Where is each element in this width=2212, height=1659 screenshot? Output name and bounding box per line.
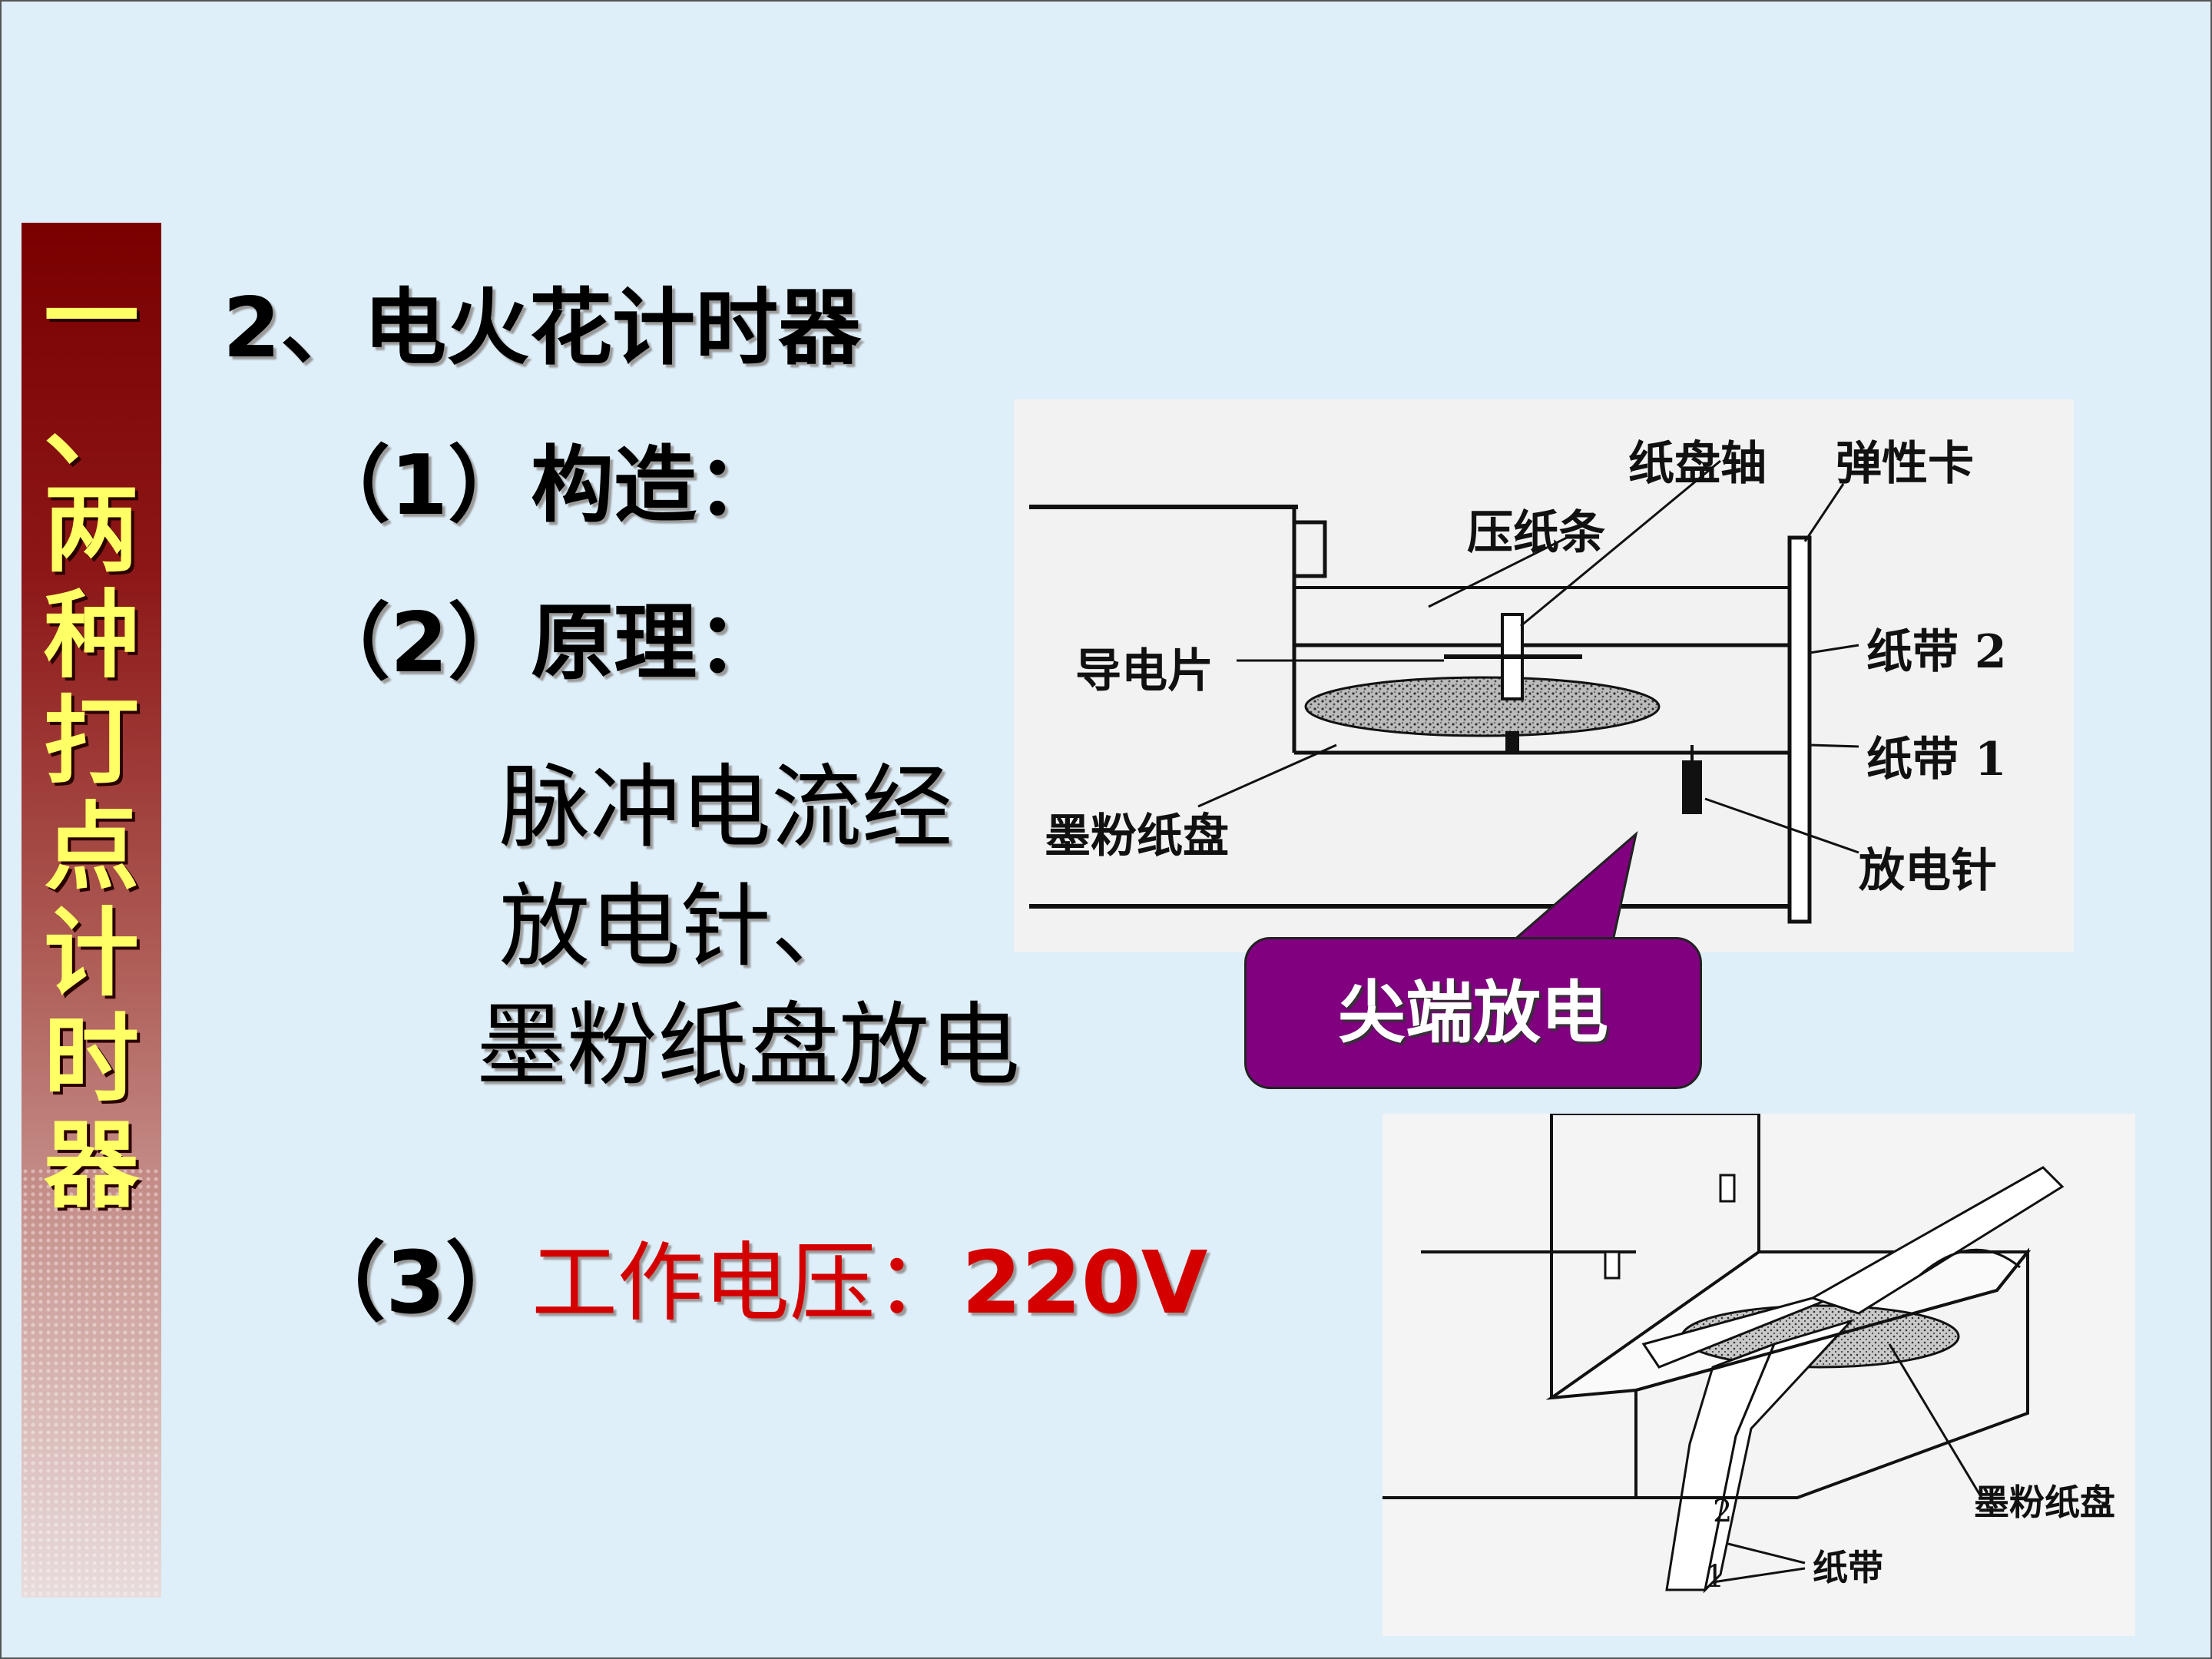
- sidebar-char: 打: [43, 686, 139, 797]
- principle-label: （2）原理：: [307, 595, 780, 691]
- voltage-value: 220V: [961, 1233, 1208, 1333]
- label-paper-disc-axis: 纸盘轴: [1628, 437, 1767, 491]
- label-tape-number-2: 2: [1713, 1494, 1733, 1529]
- label-tape-2: 纸带 2: [1866, 625, 2007, 679]
- sidebar-char: 时: [43, 1004, 139, 1115]
- voltage-prefix: （3）: [300, 1233, 531, 1333]
- sidebar-char: 器: [43, 1110, 139, 1221]
- label-toner-disc: 墨粉纸盘: [1045, 810, 1229, 863]
- callout-tail: [1509, 830, 1638, 942]
- label-tape-1: 纸带 1: [1866, 733, 2007, 786]
- principle-line-1: 脉冲电流经: [499, 754, 953, 860]
- cross-section-drawing: [1029, 459, 1859, 924]
- perspective-drawing: [1382, 1112, 2065, 1594]
- sidebar-char: 计: [43, 898, 139, 1009]
- label-elastic-clip: 弹性卡: [1836, 437, 1974, 491]
- sidebar-char: 、: [43, 368, 139, 479]
- label-paper-tape: 纸带: [1813, 1547, 1883, 1588]
- sidebar-dot-pattern: [22, 1167, 161, 1598]
- sidebar-char: 种: [43, 580, 139, 691]
- spark-timer-cross-section-diagram: 纸盘轴 弹性卡 压纸条 导电片 纸带 2 纸带 1 墨粉纸盘 放电针: [1014, 399, 2074, 952]
- sidebar-title: 一 、 两 种 打 点 计 时 器: [22, 265, 161, 1219]
- label-press-strip: 压纸条: [1467, 506, 1605, 560]
- construction-label: （1）构造：: [307, 438, 780, 534]
- sidebar-band: [22, 223, 161, 1598]
- sidebar-char: 点: [43, 792, 139, 903]
- label-toner-disc-2: 墨粉纸盘: [1974, 1482, 2115, 1523]
- voltage-line: （3）工作电压：220V: [300, 1214, 1207, 1338]
- principle-line-2: 放电针、: [499, 873, 863, 979]
- tip-discharge-callout: 尖端放电: [1244, 937, 1702, 1089]
- label-discharge-needle: 放电针: [1859, 844, 1997, 898]
- voltage-label: 工作电压：: [531, 1233, 962, 1333]
- label-tape-number-1: 1: [1705, 1559, 1725, 1594]
- sidebar-char: 两: [43, 474, 139, 585]
- sidebar-char: 一: [43, 262, 139, 373]
- page-title: 2、电火花计时器: [223, 280, 862, 376]
- label-conductive-plate: 导电片: [1075, 644, 1214, 698]
- spark-timer-perspective-diagram: 墨粉纸盘 纸带 2 1: [1382, 1112, 2135, 1636]
- principle-line-3: 墨粉纸盘放电: [476, 992, 1021, 1098]
